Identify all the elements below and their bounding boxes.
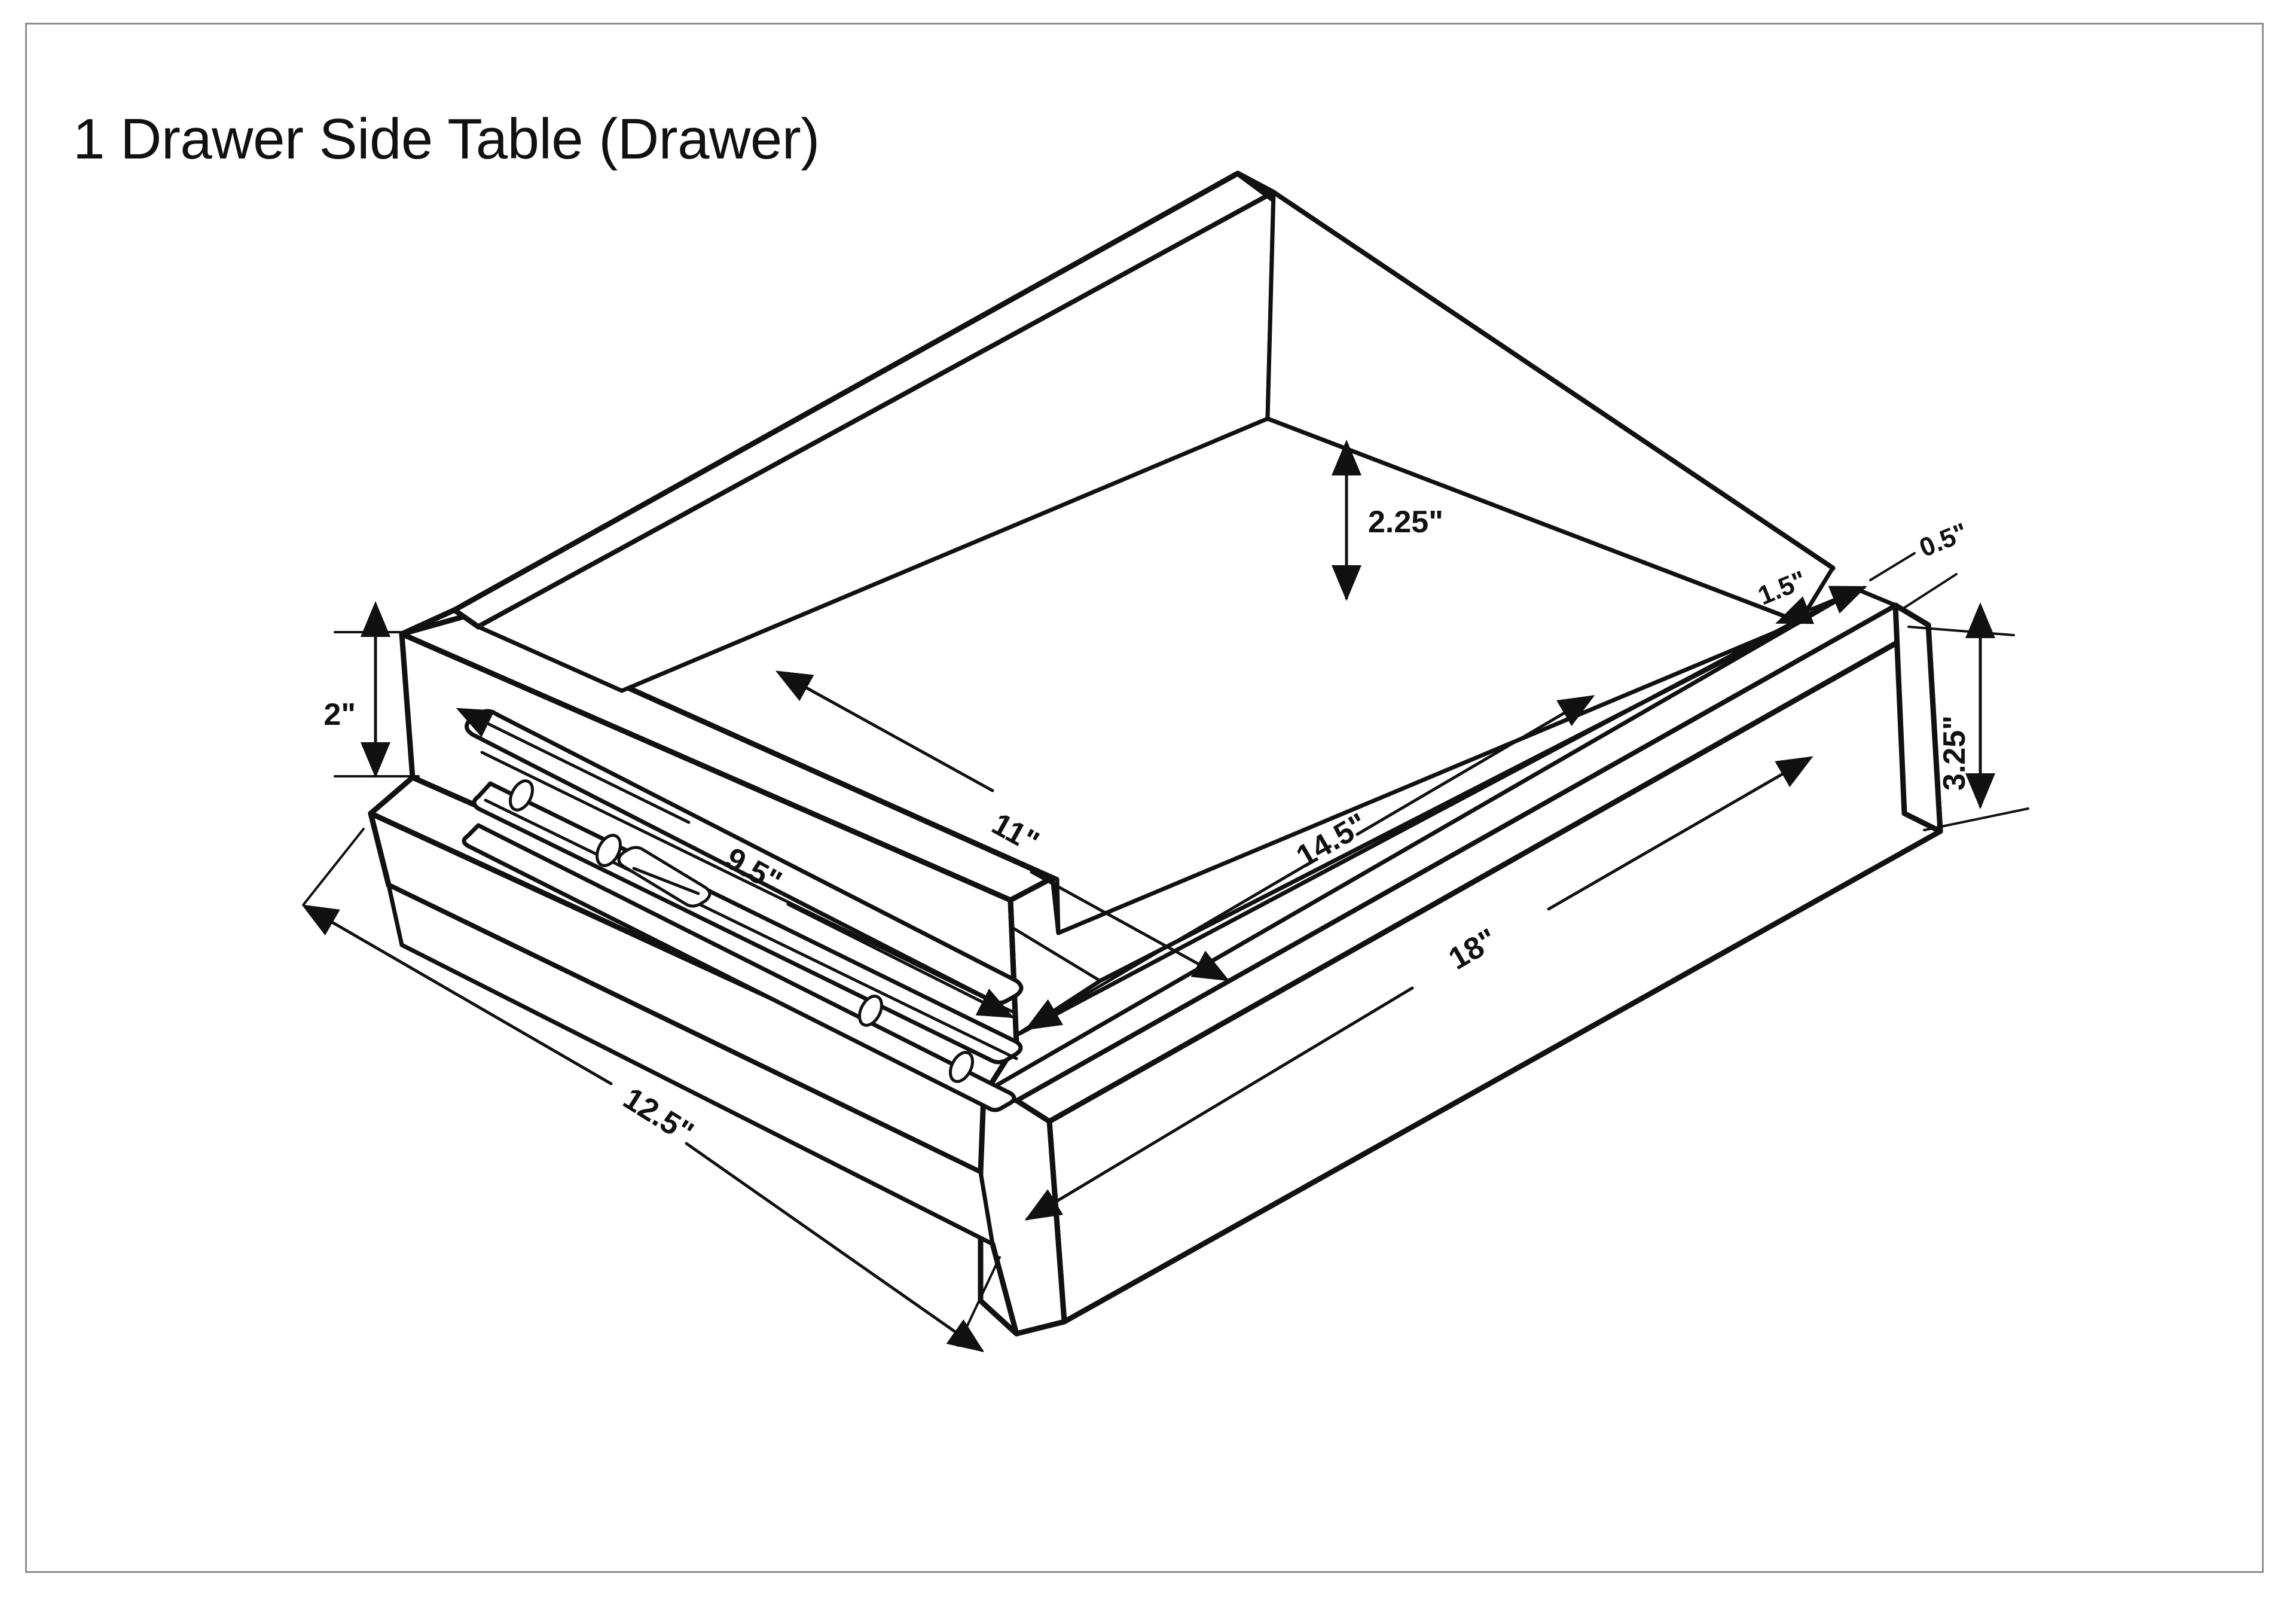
- dimline-9_5in-upper: [456, 708, 691, 824]
- slide-screw-hole-1: [508, 779, 535, 812]
- dimension-label-2in: 2": [323, 697, 356, 732]
- slide-screw-hole-2: [596, 834, 622, 867]
- dimline-11in-lower: [1030, 870, 1230, 981]
- dimline-18in-lower: [1024, 986, 1414, 1221]
- dimension-3_25in: 3.25": [1907, 602, 2029, 831]
- page-title: 1 Drawer Side Table (Drawer): [73, 107, 820, 171]
- dimension-label-2_25in: 2.25": [1368, 505, 1443, 539]
- ext-3_25in-bottom: [1923, 807, 2029, 831]
- left-wall-front-corner: [1007, 897, 1019, 1047]
- slide-web-line-1: [480, 751, 1015, 1014]
- front-subframe-lower-line: [1014, 603, 1898, 1103]
- dimline-9_5in-lower: [786, 902, 1015, 1019]
- ext-12_5in-top: [303, 828, 365, 905]
- slide-web-line-2: [484, 798, 1018, 1060]
- dimline-1_5in: [1775, 586, 1867, 624]
- front-panel-bottom-left-corner: [990, 1241, 1019, 1337]
- slide-adjustment-slot: [617, 846, 712, 908]
- slide-screw-hole-3: [857, 995, 884, 1027]
- dimline-12_5in-lower: [685, 1142, 985, 1352]
- dimline-18in-upper: [1547, 756, 1813, 911]
- drawer-front-panel-right-end: [1892, 602, 1943, 834]
- leader-0_5in-b: [1901, 573, 1958, 610]
- dimline-11in-upper: [775, 670, 994, 792]
- dimension-2_25in: 2.25": [1332, 440, 1443, 601]
- dimline-14_5in-left: [1024, 861, 1312, 1030]
- drawer-front-panel-left-end: [978, 1091, 1067, 1337]
- front-subframe-inner-line: [1056, 620, 1802, 935]
- leader-0_5in-a: [1869, 552, 1916, 581]
- ext-3_25in-top: [1907, 626, 2015, 636]
- drawer-box-geometry: [368, 170, 1943, 1337]
- dimline-14_5in-right: [1355, 695, 1595, 836]
- slide-slot-inner-shade: [632, 867, 700, 895]
- dimension-label-0_5in: 0.5": [1915, 517, 1971, 563]
- dimline-12_5in-upper: [301, 904, 613, 1085]
- dimension-0_5in: 0.5": [1869, 517, 1972, 610]
- dimension-2in: 2": [323, 601, 420, 778]
- slide-screw-hole-4: [948, 1051, 975, 1083]
- base-board-edge-line-2: [399, 943, 995, 1246]
- slide-rail-lower: [462, 823, 1016, 1112]
- dimension-label-3_25in: 3.25": [1937, 715, 1972, 791]
- base-left-corner-vertical: [368, 810, 392, 888]
